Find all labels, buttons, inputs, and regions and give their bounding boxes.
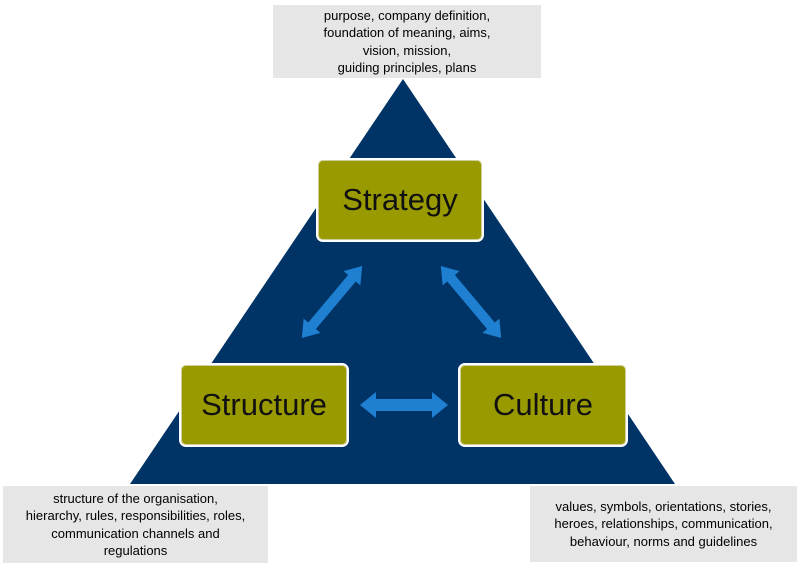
strategy-label: Strategy [342,182,458,217]
culture-note: values, symbols, orientations, stories, … [530,486,797,562]
strategy-note: purpose, company definition, foundation … [273,5,541,78]
strategy-node: Strategy [316,158,484,242]
structure-node: Structure [179,363,349,447]
structure-label: Structure [201,387,327,422]
arrow-strategy-structure [301,265,363,339]
structure-note: structure of the organisation, hierarchy… [3,486,268,563]
culture-label: Culture [493,387,593,422]
culture-node: Culture [458,363,628,447]
arrow-strategy-culture [440,265,502,339]
arrow-structure-culture [360,392,448,418]
